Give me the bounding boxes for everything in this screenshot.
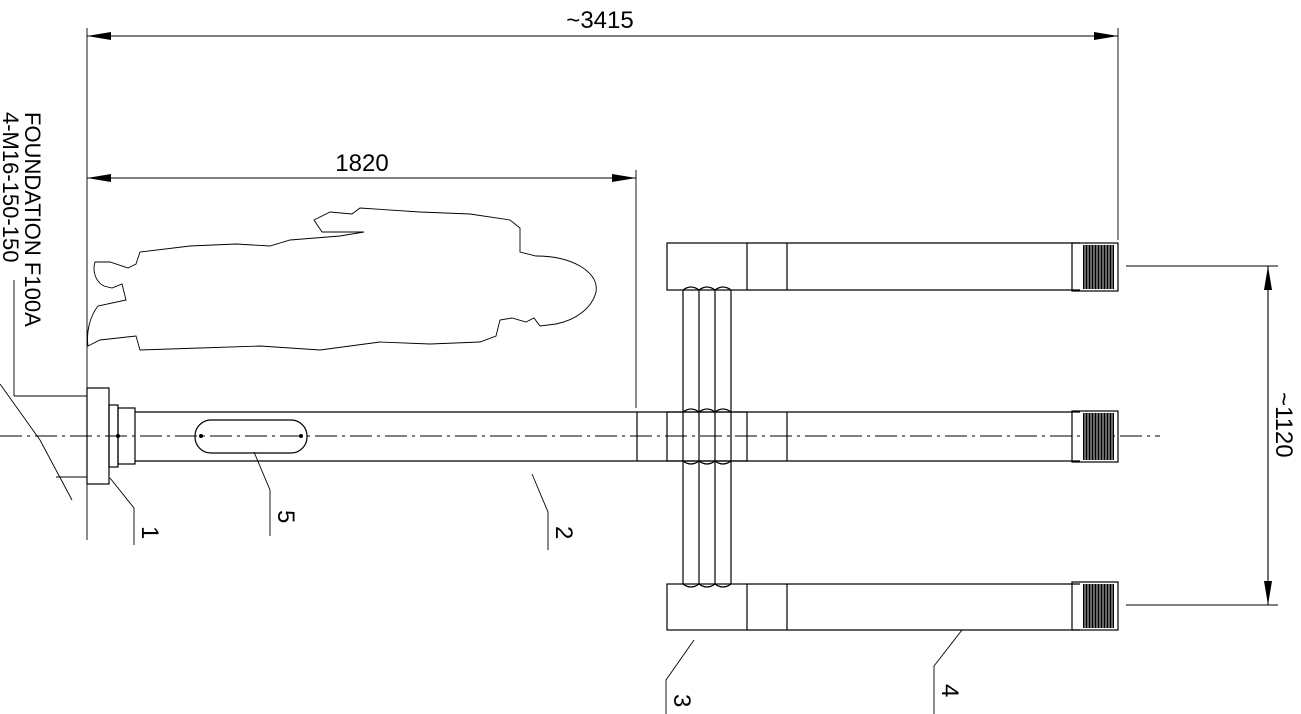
spacing-label: ~1120 bbox=[1270, 392, 1297, 458]
part-label-3: 3 bbox=[665, 639, 695, 714]
person-length-dimension: 1820 bbox=[87, 150, 637, 408]
part-number-3: 3 bbox=[668, 694, 695, 707]
foundation-line1: FOUNDATION F100A bbox=[20, 112, 45, 327]
arrow-right bbox=[1094, 32, 1118, 40]
cross-pipes bbox=[682, 286, 732, 588]
person-length-label: 1820 bbox=[335, 150, 388, 177]
part-label-1: 1 bbox=[109, 477, 163, 545]
foundation-line2: 4-M16-150-150 bbox=[0, 112, 23, 262]
overall-dimension: ~3415 bbox=[86, 7, 1119, 540]
part-label-2: 2 bbox=[531, 473, 577, 550]
arrow-left bbox=[87, 32, 111, 40]
person-silhouette bbox=[87, 207, 597, 351]
part-number-4: 4 bbox=[936, 684, 963, 697]
bottom-arm bbox=[666, 583, 1080, 631]
part-number-2: 2 bbox=[550, 526, 577, 539]
nozzle-middle bbox=[1071, 410, 1119, 463]
arrow-left bbox=[87, 174, 111, 182]
part-label-4: 4 bbox=[933, 629, 963, 714]
arrow-down bbox=[1264, 581, 1272, 605]
top-arm bbox=[666, 242, 1080, 291]
arrow-up bbox=[1264, 266, 1272, 290]
foundation-text: FOUNDATION F100A 4-M16-150-150 bbox=[0, 112, 45, 327]
slot-opening bbox=[194, 419, 308, 454]
part-number-5: 5 bbox=[272, 510, 299, 523]
overall-length-label: ~3415 bbox=[566, 7, 633, 34]
part-number-1: 1 bbox=[136, 526, 163, 539]
part-label-5: 5 bbox=[253, 451, 299, 536]
spacing-dimension: ~1120 bbox=[1126, 265, 1297, 606]
nozzle-top bbox=[1071, 242, 1119, 292]
nozzle-bottom bbox=[1071, 581, 1119, 631]
arrow-right bbox=[612, 174, 636, 182]
main-boom bbox=[116, 411, 1080, 462]
